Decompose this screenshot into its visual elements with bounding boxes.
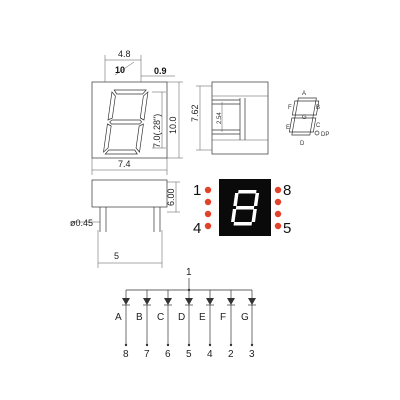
schematic-segment-label: F: [220, 312, 226, 323]
front-dim-top-a: 4.8: [118, 49, 131, 59]
schematic-segment-label: E: [199, 312, 206, 323]
pin-dot-5: [274, 222, 282, 230]
schematic-led-f: F2: [220, 290, 235, 360]
schematic-pin-number: 4: [207, 349, 213, 360]
front-dim-top-b: 10: [115, 65, 125, 75]
schematic-led-e: E4: [199, 290, 214, 360]
schematic-common-pin-label: 1: [186, 267, 192, 278]
segment-label-c: C: [316, 123, 321, 129]
pin-dot-2: [204, 198, 212, 206]
bottom-view-body: [91, 179, 168, 208]
schematic-led-a: A8: [115, 290, 130, 360]
segment-label-f: F: [288, 105, 292, 111]
bottom-view: ø0.45 6.00 5: [70, 179, 180, 268]
front-view-body: [91, 81, 168, 159]
led-digit-glyph: [231, 190, 260, 226]
side-view-body: [211, 81, 269, 155]
pinout-label-right-bottom: 5: [283, 220, 291, 237]
pinout-label-right-top: 8: [283, 182, 291, 199]
side-dim-height: 7.62: [190, 104, 200, 122]
front-dim-top-c: 0.9: [154, 66, 167, 76]
front-dim-digit-height: 7.0(.28"): [152, 114, 162, 148]
segment-label-e: E: [286, 125, 290, 131]
bottom-dim-pin-len: 6.00: [166, 188, 176, 206]
segment-label-a: A: [302, 91, 306, 97]
pin-dot-4: [204, 222, 212, 230]
schematic-pin-number: 6: [165, 349, 171, 360]
segment-label-g: G: [302, 115, 307, 121]
schematic-led-g: G3: [241, 290, 256, 360]
segment-map: A B C D E F G DP: [286, 91, 329, 147]
pin-dot-6: [274, 210, 282, 218]
schematic-segment-label: G: [241, 312, 249, 323]
front-view: 4.8 10 0.9 10.0 7.0(.28") 7.4: [91, 49, 183, 175]
pinout-photo: 1 4 8 5: [193, 179, 291, 237]
front-dim-width: 7.4: [118, 159, 131, 169]
schematic-led-c: C6: [157, 290, 172, 360]
front-dim-height: 10.0: [168, 116, 178, 134]
pinout-label-left-top: 1: [193, 182, 201, 199]
schematic-segment-label: A: [115, 312, 122, 323]
schematic-led-b: B7: [136, 290, 151, 360]
segment-label-d: D: [300, 141, 305, 147]
schematic-pin-number: 3: [249, 349, 255, 360]
front-view-digit: [103, 89, 149, 155]
schematic-pin-number: 5: [186, 349, 192, 360]
pin-dot-7: [274, 198, 282, 206]
pinout-label-left-bottom: 4: [193, 220, 201, 237]
pin-dot-3: [204, 210, 212, 218]
side-dim-pitch: 2.54: [217, 112, 223, 124]
schematic-led-d: D5: [178, 290, 193, 360]
pin-dot-8: [274, 186, 282, 194]
bottom-dim-base: 5: [114, 251, 119, 261]
schematic-segment-label: B: [136, 312, 143, 323]
schematic-segment-label: D: [178, 312, 185, 323]
schematic-segment-label: C: [157, 312, 164, 323]
segment-label-dp: DP: [321, 132, 329, 138]
schematic-pin-number: 8: [123, 349, 129, 360]
bottom-dim-pin-dia: ø0.45: [70, 218, 93, 228]
schematic-pin-number: 2: [228, 349, 234, 360]
pin-dot-1: [204, 186, 212, 194]
segment-label-b: B: [316, 105, 320, 111]
side-view: 7.62 2.54: [190, 81, 269, 155]
schematic-pin-number: 7: [144, 349, 150, 360]
